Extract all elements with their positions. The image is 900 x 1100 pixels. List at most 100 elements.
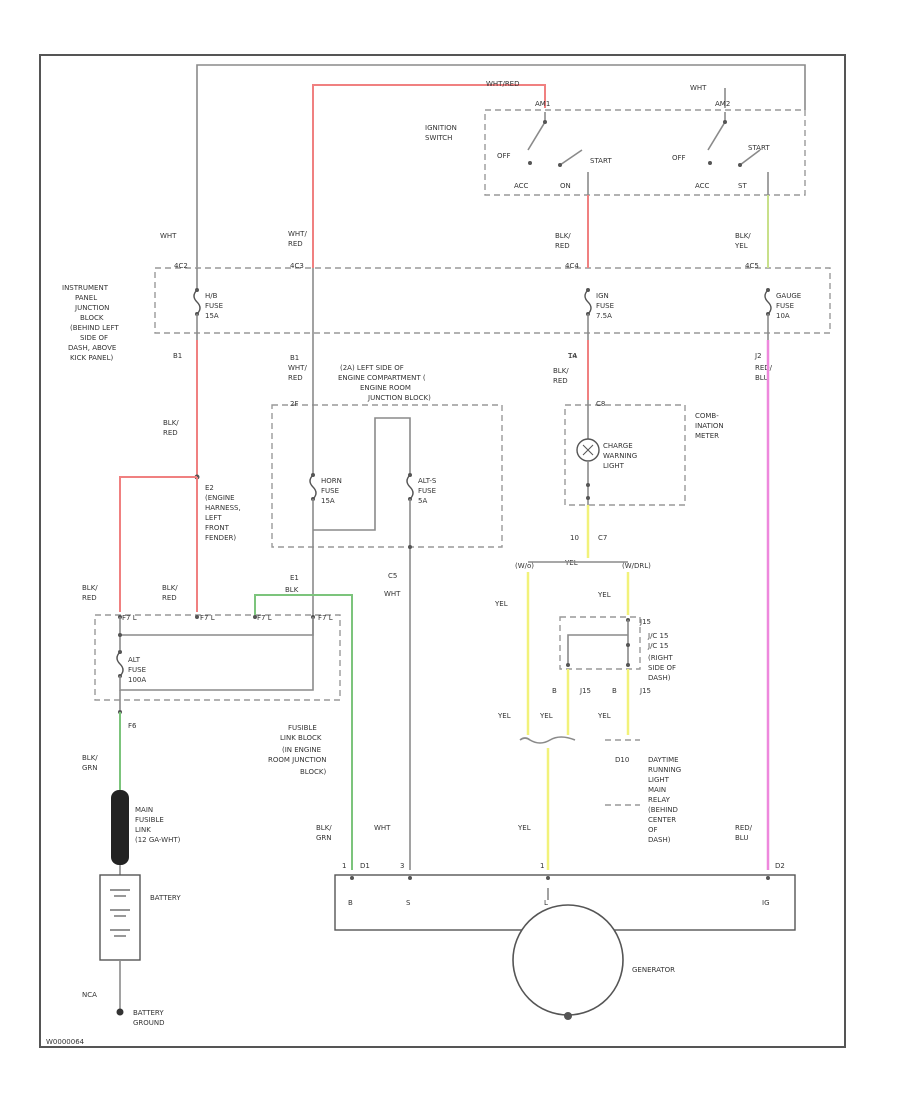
lc-blkgrn-2: GRN [82, 764, 98, 772]
fusible-link-block-label: FUSIBLE LINK BLOCK (IN ENGINE ROOM JUNCT… [268, 724, 327, 776]
ignition-acc-right: ACC [695, 182, 710, 190]
ip-pin-j2: J2 [754, 352, 762, 360]
lc-blkred-left-2: RED [82, 594, 97, 602]
drl-pin-j16a: J15 [639, 687, 651, 695]
fuse-alt-2: FUSE [128, 666, 146, 674]
combination-meter: COMB- INATION METER T4 BLK/ RED C8 CHARG… [553, 340, 724, 558]
lc-e2-5: FENDER) [205, 534, 236, 542]
ignition-on-left: ON [560, 182, 571, 190]
gen-pin-1: 1 [342, 862, 346, 870]
fuse-ign-3: 7.5A [596, 312, 612, 320]
fuse-horn-1: HORN [321, 477, 342, 485]
cm-pin-c7: C7 [598, 534, 607, 542]
drl-relay-8: DASH) [648, 836, 671, 844]
lc-blkred-mid-2: RED [162, 594, 177, 602]
lc-battery: BATTERY [150, 894, 181, 902]
gen-pin-b: B [348, 899, 353, 907]
drl-yel-f: YEL [517, 824, 531, 832]
ignition-wire-top-right: WHT [690, 84, 707, 92]
ignition-label-1: IGNITION [425, 124, 457, 132]
ip-label-6: DASH, ABOVE [68, 344, 116, 352]
ip-wire-mid-2: RED [288, 240, 303, 248]
ignition-switch: WHT/RED WHT AM1 AM2 IGNITION SWITCH OFF … [312, 80, 806, 268]
gen-wire-blkgrn-2: GRN [316, 834, 332, 842]
cm-pin-c8: C8 [596, 400, 605, 408]
lc-e2-3: LEFT [205, 514, 222, 522]
drl-relay-1: RUNNING [648, 766, 681, 774]
fuse-horn-2: FUSE [321, 487, 339, 495]
battery-icon [99, 874, 141, 961]
ip-pin-b1: B1 [173, 352, 182, 360]
flb-0: FUSIBLE [288, 724, 317, 732]
cm-pin-t4: T4 [567, 352, 577, 360]
er-pin-2f: 2F [290, 400, 298, 408]
fuse-horn-3: 15A [321, 497, 335, 505]
fuse-hb-1: H/B [205, 292, 218, 300]
drl-yel-e: YEL [597, 712, 611, 720]
cm-wire-t4-2: RED [553, 377, 568, 385]
gen-pin-l-top: 1 [540, 862, 544, 870]
lc-e2-1: (ENGINE [205, 494, 235, 502]
ip-label-7: KICK PANEL) [70, 354, 113, 362]
lc-ground-2: GROUND [133, 1019, 165, 1027]
lc-wire-e1: BLK [285, 586, 299, 594]
drl-yel-b: YEL [597, 591, 611, 599]
drl-pin-j15b: J15 [579, 687, 591, 695]
drl-pin-b2: B [612, 687, 617, 695]
lc-fl-3: (12 GA-WHT) [135, 836, 181, 844]
gen-wire-blkgrn-1: BLK/ [316, 824, 332, 832]
ip-wire-ig-1: BLK/ [555, 232, 571, 240]
wire-wht-red-top [312, 84, 546, 268]
drl-section: (W/o) YEL (W/DRL) YEL YEL J15 J/C 15 J/C… [494, 559, 681, 870]
cm-light-2: WARNING [603, 452, 637, 460]
lc-ground-1: BATTERY [133, 1009, 164, 1017]
gen-pin-3: 3 [400, 862, 404, 870]
drl-top-mid: YEL [564, 559, 578, 567]
ignition-label-2: SWITCH [425, 134, 452, 142]
ignition-pin-am2: AM2 [715, 100, 730, 108]
ignition-st-right: ST [738, 182, 747, 190]
generator: BLK/ GRN WHT RED/ BLU 1 D1 3 1 D2 B S L … [316, 824, 796, 1020]
ip-label-4: (BEHIND LEFT [70, 324, 119, 332]
er-label-1: ENGINE COMPARTMENT ( [338, 374, 426, 382]
ignition-acc-left: ACC [514, 182, 529, 190]
drl-jc-2: (RIGHT [648, 654, 673, 662]
wire-wht-top [196, 64, 806, 268]
ip-pin-1a: 1A [568, 352, 577, 360]
ip-wire-left: WHT [160, 232, 177, 240]
drl-jc-3: SIDE OF [648, 664, 676, 672]
ip-label-1: PANEL [75, 294, 97, 302]
lc-blkred-top-1: BLK/ [163, 419, 179, 427]
drl-pin-j15a: J15 [639, 618, 651, 626]
er-wire-b1-2: RED [288, 374, 303, 382]
lc-pin-e1: E1 [290, 574, 299, 582]
fuse-ign-2: FUSE [596, 302, 614, 310]
cm-light-3: LIGHT [603, 462, 625, 470]
drl-relay-4: RELAY [648, 796, 671, 804]
cm-label-1: INATION [695, 422, 724, 430]
lc-pin-f72: F7 L [200, 614, 215, 622]
fuse-alts-2: FUSE [418, 487, 436, 495]
ip-pin-4c5: 4C5 [745, 262, 759, 270]
lc-e2-2: HARNESS, [205, 504, 241, 512]
drl-relay-5: (BEHIND [648, 806, 678, 814]
wire-c5-pin: C5 [388, 572, 397, 580]
fuse-gauge-3: 10A [776, 312, 790, 320]
drl-jc-4: DASH) [648, 674, 671, 682]
cm-wire-t4-1: BLK/ [553, 367, 569, 375]
flb-4: BLOCK) [300, 768, 326, 776]
fuse-ign-1: IGN [596, 292, 609, 300]
lc-blkgrn-1: BLK/ [82, 754, 98, 762]
fuse-alt-3: 100A [128, 676, 146, 684]
gen-conn-d1: D1 [360, 862, 370, 870]
ip-wire-gauge-1: BLK/ [735, 232, 751, 240]
er-label-0: (2A) LEFT SIDE OF [340, 364, 404, 372]
ip-wire-gauge-2: YEL [734, 242, 748, 250]
lc-blkred-left-1: BLK/ [82, 584, 98, 592]
fuse-alts-3: 5A [418, 497, 427, 505]
ignition-start-right: START [748, 144, 770, 152]
lc-blkred-mid-1: BLK/ [162, 584, 178, 592]
drl-relay-2: LIGHT [648, 776, 670, 784]
fuse-alt-1: ALT [128, 656, 141, 664]
engine-room-junction-block: (2A) LEFT SIDE OF ENGINE COMPARTMENT ( E… [271, 354, 503, 870]
